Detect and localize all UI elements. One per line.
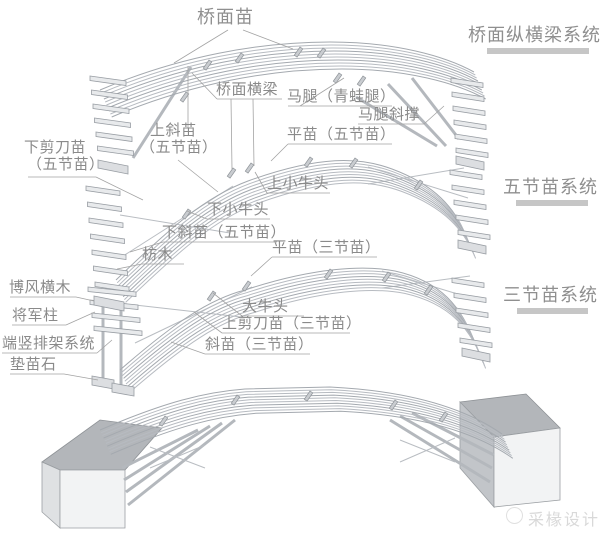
left-pier: [41, 419, 163, 529]
label-diagonal-three: 斜苗（三节苗）: [205, 337, 314, 353]
label-horse-leg-brace: 马腿斜撑: [358, 107, 421, 123]
label-deck-crossbeam: 桥面横梁: [216, 82, 279, 98]
title-three-pole-underline: [517, 308, 588, 314]
label-lower-scissor-five-2: （五节苗）: [27, 157, 105, 173]
title-five-pole-system: 五节苗系统: [503, 177, 598, 197]
label-gable-crossbeam: 博风横木: [9, 280, 72, 296]
right-pier: [459, 393, 561, 509]
label-lower-small-bullhead: 下小牛头: [207, 202, 270, 218]
title-three-pole-system: 三节苗系统: [503, 285, 598, 305]
label-upper-diagonal-five-1: 上斜苗: [150, 123, 197, 139]
watermark-logo-icon: [506, 507, 523, 524]
label-end-vertical-frame: 端竖排架系统: [2, 336, 96, 352]
label-flat-pole-three: 平苗（三节苗）: [272, 240, 381, 256]
label-fang-timber: 枋木: [142, 247, 174, 263]
title-deck-system: 桥面纵横梁系统: [468, 25, 600, 45]
watermark-text: 采椽设计: [528, 512, 600, 529]
label-lower-scissor-five-1: 下剪刀苗: [24, 140, 87, 156]
crossbeam-pegs: [158, 46, 449, 427]
label-upper-scissor-three: 上剪刀苗（三节苗）: [222, 316, 362, 332]
label-general-post: 将军柱: [12, 308, 59, 324]
pole-bundles: [99, 41, 514, 459]
label-flat-pole-five: 平苗（五节苗）: [287, 127, 396, 143]
leader-lines: [2, 29, 445, 381]
end-stacks: [85, 75, 493, 397]
label-big-bullhead: 大牛头: [242, 299, 289, 315]
label-horse-leg: 马腿（青蛙腿）: [287, 89, 396, 105]
title-deck-system-underline: [487, 48, 589, 54]
label-deck-poles: 桥面苗: [197, 7, 254, 27]
label-cushion-stone: 垫苗石: [10, 357, 57, 373]
label-upper-diagonal-five-2: （五节苗）: [140, 140, 218, 156]
title-five-pole-underline: [516, 200, 588, 206]
label-upper-small-bullhead: 上小牛头: [267, 176, 330, 192]
label-lower-diagonal-five: 下斜苗（五节苗）: [162, 225, 287, 241]
